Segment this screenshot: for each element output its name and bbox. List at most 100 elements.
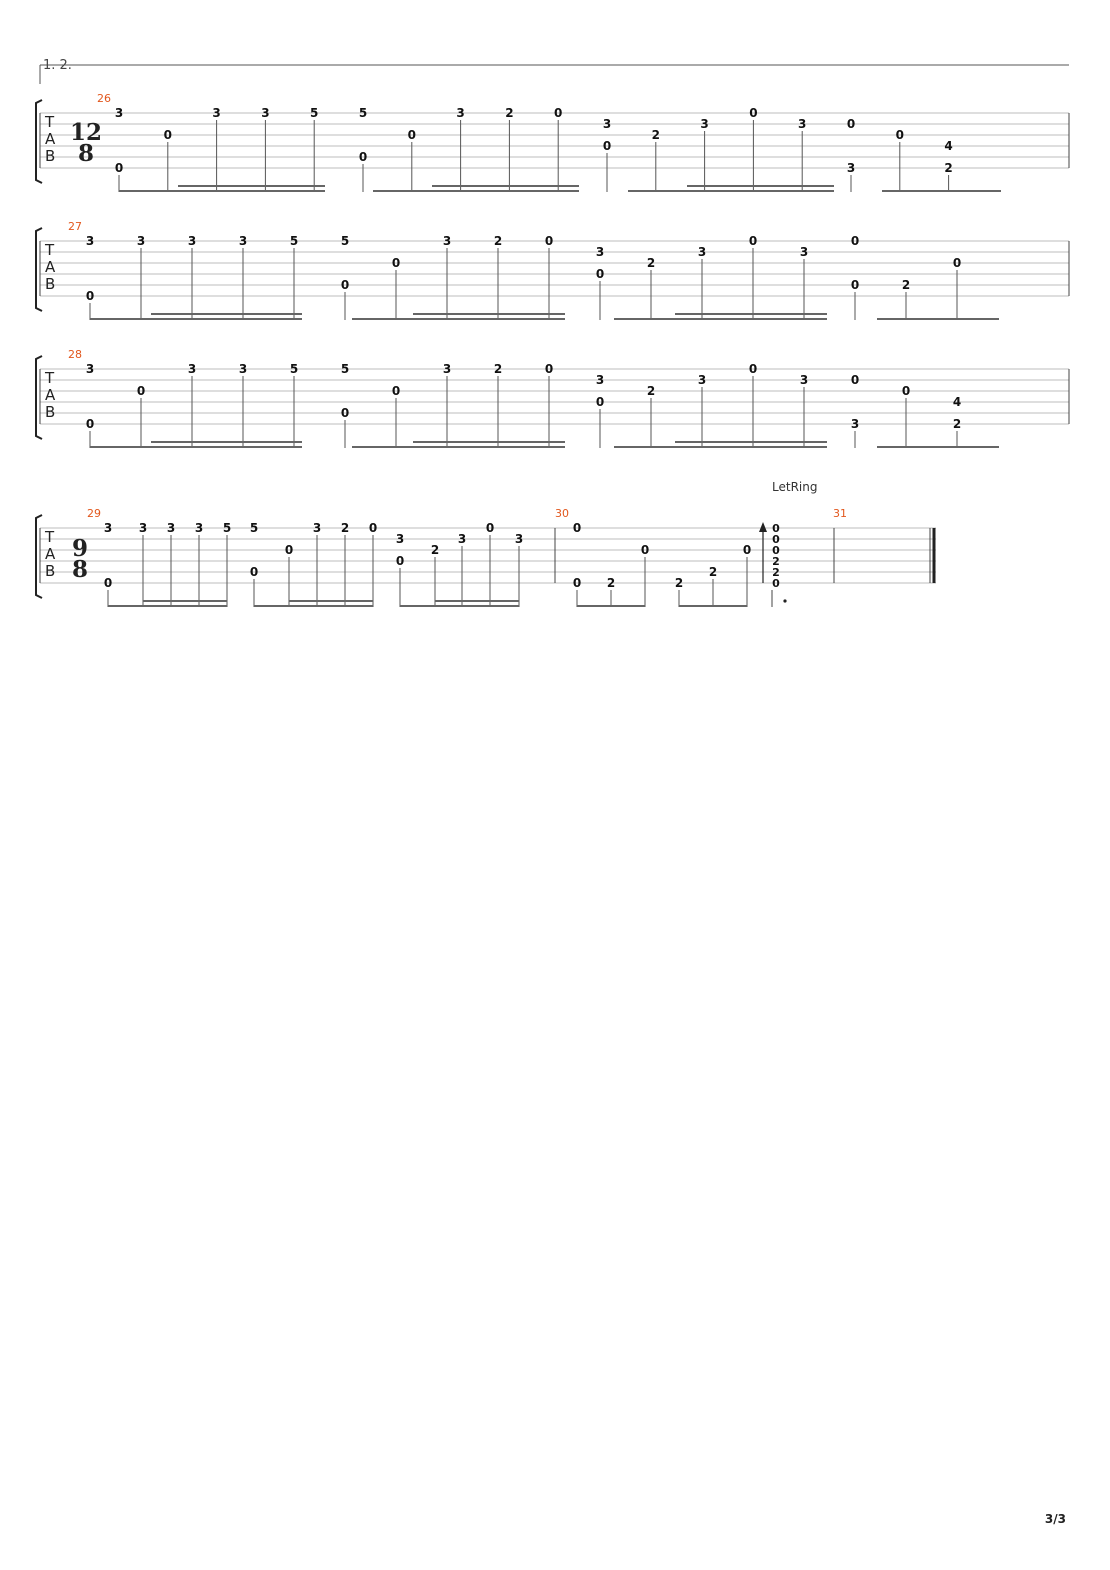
fret-number: 3 — [195, 521, 203, 535]
fret-number: 3 — [851, 417, 859, 431]
fret-number: 0 — [392, 256, 400, 270]
fret-number: 0 — [250, 565, 258, 579]
fret-number: 2 — [505, 106, 513, 120]
fret-number: 3 — [167, 521, 175, 535]
fret-number: 0 — [851, 373, 859, 387]
beams — [119, 185, 1001, 192]
svg-text:T: T — [44, 528, 55, 546]
fret-number: 0 — [953, 256, 961, 270]
fret-number: 3 — [212, 106, 220, 120]
fret-number: 5 — [341, 362, 349, 376]
fret-number: 5 — [290, 362, 298, 376]
fret-number: 2 — [494, 234, 502, 248]
svg-text:9: 9 — [72, 535, 88, 562]
svg-text:T: T — [44, 113, 55, 131]
fret-number: 3 — [603, 117, 611, 131]
fret-number: 0 — [772, 533, 780, 546]
fret-number: 3 — [798, 117, 806, 131]
measure-number: 29 — [87, 507, 101, 520]
fret-number: 3 — [239, 362, 247, 376]
beams — [90, 313, 999, 320]
time-signature: 12 8 — [70, 119, 102, 167]
fret-number: 5 — [359, 106, 367, 120]
fret-number: 2 — [647, 256, 655, 270]
tab-clef: T A B — [44, 241, 56, 293]
fret-number: 3 — [104, 521, 112, 535]
fret-number: 3 — [86, 362, 94, 376]
fret-number: 0 — [554, 106, 562, 120]
fret-number: 3 — [700, 117, 708, 131]
fret-number: 3 — [139, 521, 147, 535]
fret-number: 2 — [675, 576, 683, 590]
svg-text:8: 8 — [78, 140, 94, 167]
fret-number: 3 — [596, 373, 604, 387]
fret-number: 4 — [953, 395, 961, 409]
fret-number: 5 — [310, 106, 318, 120]
fret-number: 2 — [647, 384, 655, 398]
fret-number: 0 — [749, 234, 757, 248]
fret-number: 0 — [743, 543, 751, 557]
fret-number: 3 — [596, 245, 604, 259]
svg-text:8: 8 — [72, 556, 88, 583]
tab-clef: T A B — [44, 113, 56, 165]
fret-number: 2 — [341, 521, 349, 535]
fret-number: 3 — [188, 234, 196, 248]
fret-number: 0 — [847, 117, 855, 131]
staff-lines — [40, 368, 1069, 425]
tab-clef: T A B — [44, 369, 56, 421]
svg-text:B: B — [45, 147, 55, 165]
fret-number: 0 — [396, 554, 404, 568]
fret-number: 3 — [137, 234, 145, 248]
fret-number: 0 — [902, 384, 910, 398]
fret-number: 2 — [953, 417, 961, 431]
fret-number: 2 — [772, 566, 780, 579]
fret-number: 3 — [456, 106, 464, 120]
fret-number: 0 — [86, 417, 94, 431]
staff-lines — [40, 112, 1069, 169]
svg-text:T: T — [44, 369, 55, 387]
page-number: 3/3 — [1045, 1512, 1066, 1526]
fret-number: 3 — [261, 106, 269, 120]
fret-number: 0 — [86, 289, 94, 303]
fret-number: 0 — [545, 362, 553, 376]
svg-text:B: B — [45, 562, 55, 580]
beams — [90, 441, 999, 448]
measure-number: 30 — [555, 507, 569, 520]
fret-number: 2 — [431, 543, 439, 557]
fret-number: 3 — [515, 532, 523, 546]
fret-number: 3 — [86, 234, 94, 248]
fret-number: 0 — [772, 577, 780, 590]
fret-number: 0 — [285, 543, 293, 557]
fret-number: 0 — [896, 128, 904, 142]
system-bracket — [35, 227, 43, 312]
fret-number: 0 — [749, 106, 757, 120]
fret-number: 0 — [104, 576, 112, 590]
fret-number: 3 — [396, 532, 404, 546]
fret-number: 2 — [709, 565, 717, 579]
fret-number: 0 — [772, 544, 780, 557]
fret-number: 5 — [250, 521, 258, 535]
measure-number: 28 — [68, 348, 82, 361]
fret-number: 2 — [652, 128, 660, 142]
measure-number: 31 — [833, 507, 847, 520]
fret-number: 3 — [847, 161, 855, 175]
let-ring-annotation: LetRing — [772, 480, 817, 494]
fret-number: 3 — [115, 106, 123, 120]
staff-lines — [40, 240, 1069, 297]
fret-number: 0 — [573, 521, 581, 535]
system-bracket — [35, 514, 43, 599]
svg-text:B: B — [45, 403, 55, 421]
fret-number: 2 — [607, 576, 615, 590]
fret-number: 2 — [494, 362, 502, 376]
fret-number: 0 — [596, 267, 604, 281]
fret-number: 0 — [851, 278, 859, 292]
fret-number: 3 — [313, 521, 321, 535]
fret-number: 5 — [290, 234, 298, 248]
strum-arrow — [759, 522, 767, 583]
fret-number: 0 — [486, 521, 494, 535]
